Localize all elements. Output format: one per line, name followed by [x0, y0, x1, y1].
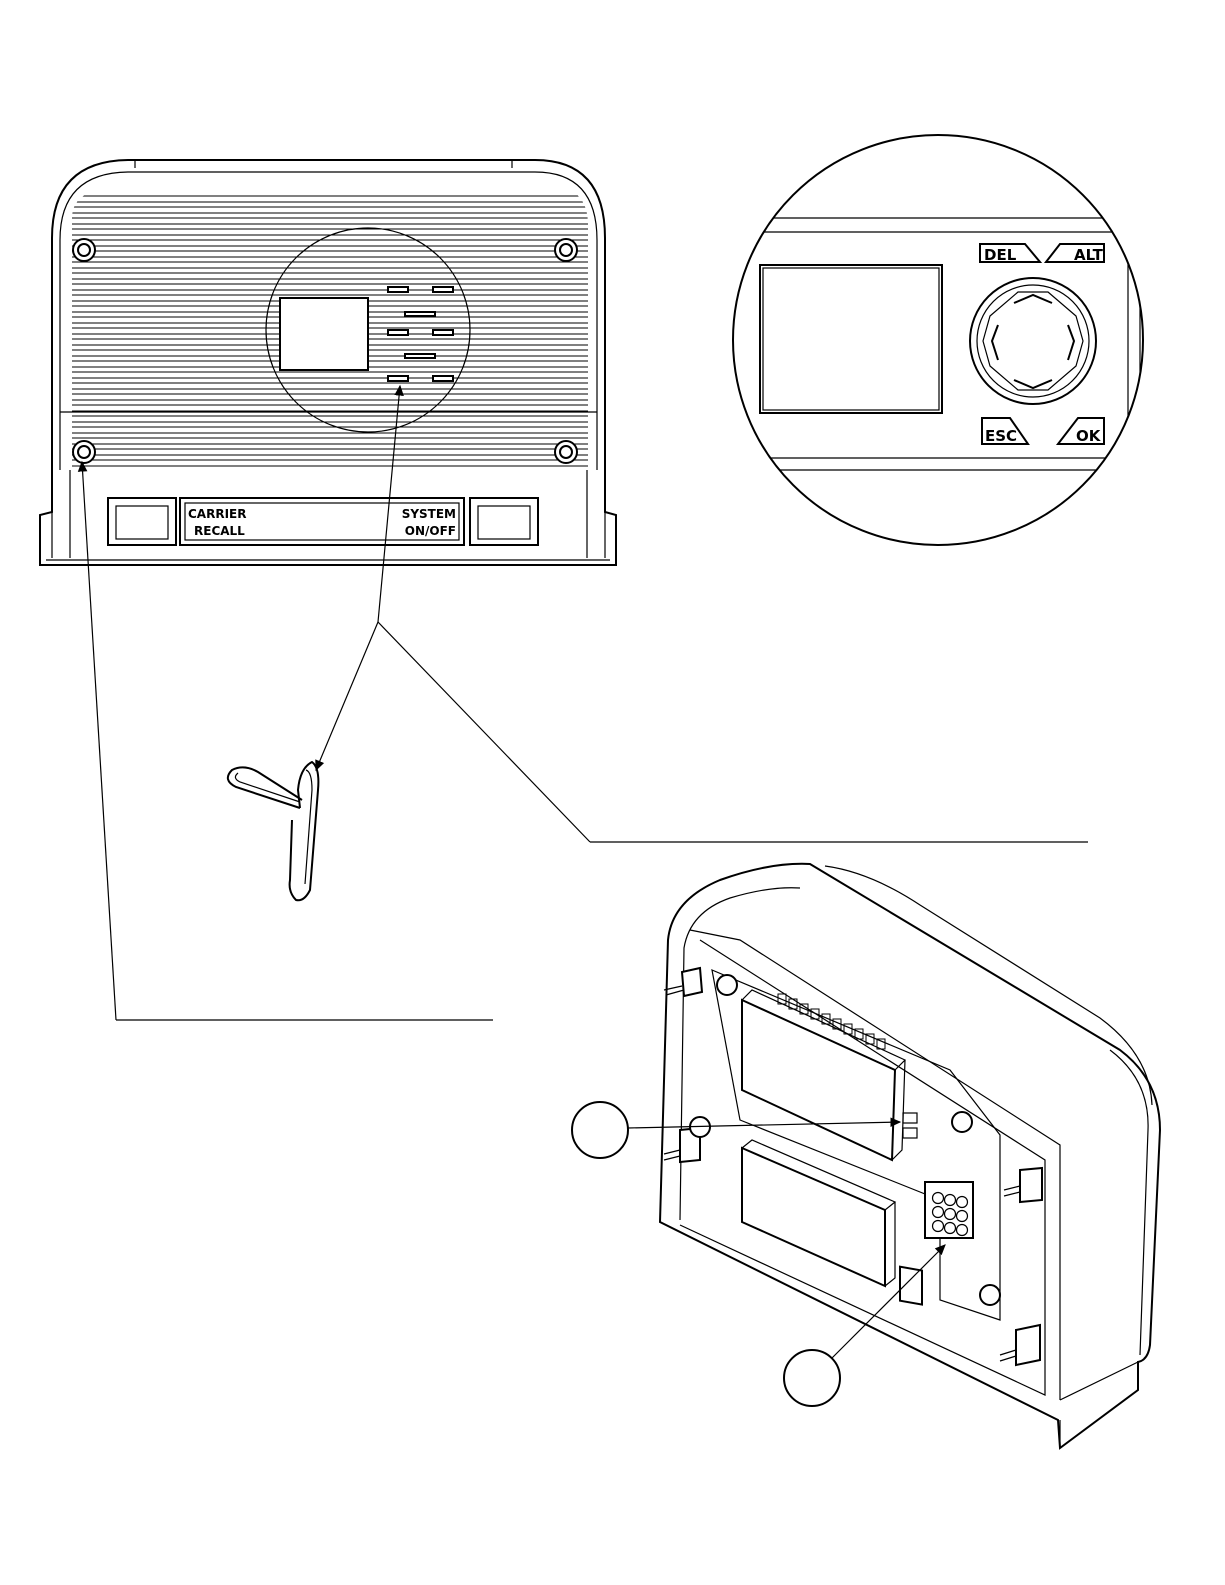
system-on-off-button[interactable] — [470, 498, 538, 545]
vent-slat — [60, 460, 600, 466]
two-pin-connector[interactable] — [900, 1113, 922, 1305]
vent-slat — [60, 229, 600, 235]
standoff-screw-3 — [1004, 1168, 1042, 1202]
ok-key-label: OK — [1076, 427, 1102, 445]
carrier-recall-button[interactable] — [108, 498, 176, 545]
nav-down-arrow[interactable] — [1014, 380, 1052, 388]
vent-slat — [60, 372, 600, 378]
callout-balloon-upper — [572, 1102, 628, 1158]
leader-lines — [82, 386, 1088, 1020]
navigation-ring[interactable] — [970, 278, 1096, 404]
lower-component-block — [742, 1148, 885, 1286]
nine-pin-connector[interactable] — [925, 1182, 973, 1238]
front-housing-top-rim — [135, 160, 512, 168]
corner-screw-bottom-right — [555, 441, 577, 463]
rear-housing-view — [572, 864, 1160, 1448]
board-screw-top-right — [952, 1112, 972, 1132]
nav-left-arrow[interactable] — [992, 325, 998, 360]
system-label: SYSTEM — [402, 507, 456, 521]
vent-slat — [60, 383, 600, 389]
vent-slat — [60, 273, 600, 279]
vent-slat — [60, 251, 600, 257]
nav-right-arrow[interactable] — [1068, 325, 1074, 360]
recall-label: RECALL — [194, 524, 245, 538]
standoff-screw-4 — [1000, 1325, 1040, 1365]
corner-screw-top-left — [73, 239, 95, 261]
del-key-label: DEL — [984, 246, 1017, 264]
corner-screw-bottom-left — [73, 441, 95, 463]
vent-slat — [60, 438, 600, 444]
front-display-window — [280, 298, 368, 370]
vent-slat — [60, 284, 600, 290]
vent-slat — [60, 207, 600, 213]
vent-slat — [60, 240, 600, 246]
carrier-label: CARRIER — [188, 507, 246, 521]
board-screw-bottom-right — [980, 1285, 1000, 1305]
on-off-label: ON/OFF — [405, 524, 456, 538]
corner-screw-top-right — [555, 239, 577, 261]
vent-slat — [60, 196, 600, 202]
release-key-tool — [228, 762, 319, 900]
vent-slat — [60, 262, 600, 268]
vent-slat — [60, 405, 600, 411]
vent-slat — [60, 218, 600, 224]
esc-key-label: ESC — [985, 427, 1017, 445]
vent-slat — [60, 427, 600, 433]
vent-slat — [60, 449, 600, 455]
nav-up-arrow[interactable] — [1014, 295, 1052, 303]
rear-housing-outer — [660, 864, 1160, 1448]
vent-slat — [60, 394, 600, 400]
keypad-detail-view: DEL ALT ESC OK — [730, 135, 1145, 545]
alt-key-label: ALT — [1074, 246, 1104, 264]
board-screw-top-left — [717, 975, 737, 995]
standoff-screw-1 — [664, 968, 702, 996]
front-panel: CARRIER RECALL SYSTEM ON/OFF — [40, 160, 616, 565]
detail-display-screen — [760, 265, 942, 413]
vent-slat — [60, 416, 600, 422]
callout-balloon-lower — [784, 1350, 840, 1406]
